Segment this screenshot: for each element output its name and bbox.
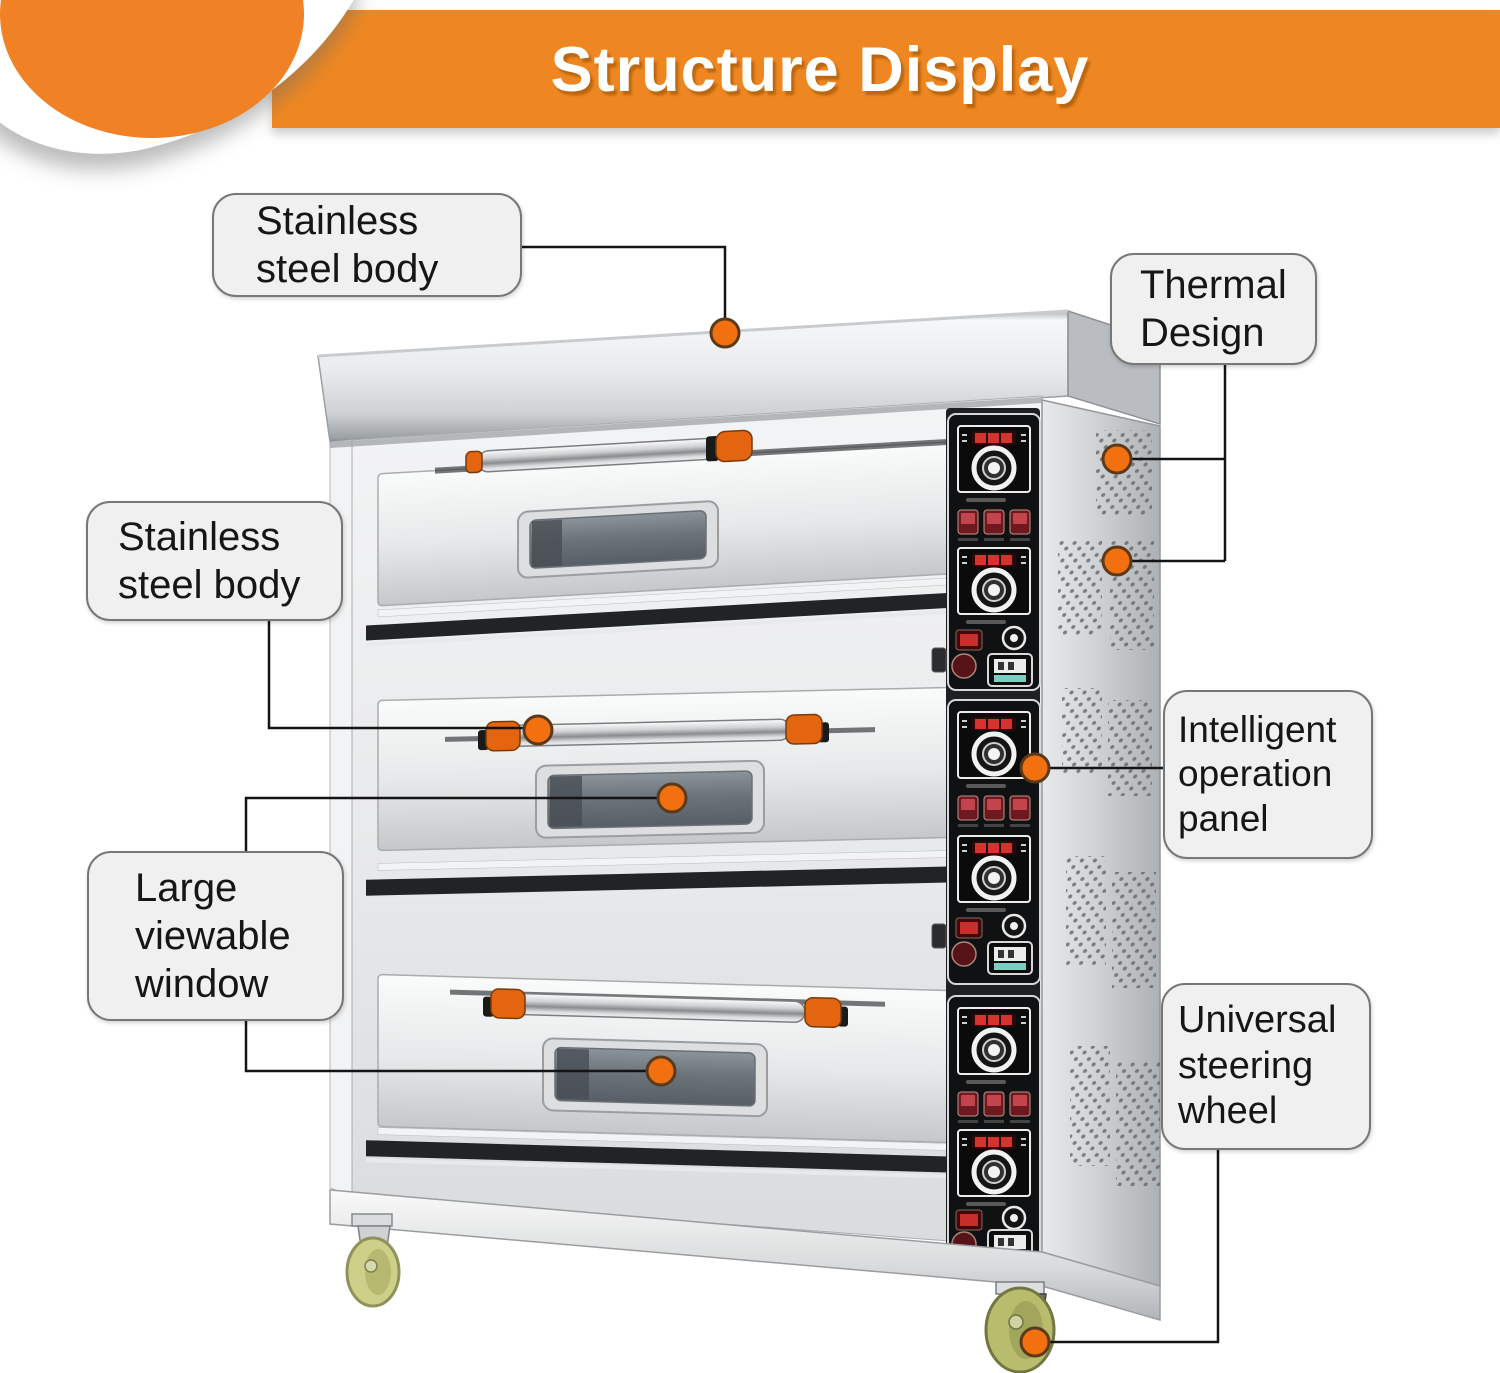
callout-box-universal-steering-wheel: Universal steering wheel (1161, 983, 1371, 1150)
deck-2-lower-strip (366, 882, 1034, 902)
callout-dots (522, 317, 1133, 1358)
callout-dot-wheel (1019, 1326, 1051, 1358)
deck-1-window-shade (532, 519, 562, 568)
deck-2-handle-cap-left (485, 720, 521, 752)
callout-box-stainless-steel-body-top: Stainless steel body (212, 193, 522, 297)
callout-label: Universal steering wheel (1178, 999, 1337, 1133)
control-panel-1 (947, 413, 1041, 691)
latch-lower (931, 923, 947, 949)
callout-box-stainless-steel-body-mid: Stainless steel body (86, 501, 343, 621)
callout-label: Intelligent operation panel (1178, 708, 1337, 839)
deck-1-lower-strip (366, 605, 1030, 647)
deck-2 (366, 685, 1034, 902)
deck-3-handle-cap-left (490, 988, 526, 1020)
caster-wheel-right (984, 1281, 1056, 1373)
deck-3-window-shade (557, 1048, 589, 1100)
callout-line-window-bottom (244, 1017, 661, 1073)
callout-label: Thermal Design (1140, 263, 1287, 355)
callout-dot-window-bottom (645, 1055, 677, 1087)
callout-dot-thermal-1 (1101, 443, 1133, 475)
callout-line-thermal (1117, 361, 1227, 563)
callout-dot-panel (1019, 752, 1051, 784)
callout-connectors (244, 245, 1227, 1344)
callout-box-intelligent-operation-panel: Intelligent operation panel (1163, 690, 1373, 859)
deck-3-handle-cap-right (804, 996, 842, 1029)
deck-1-handle-cap-left (465, 450, 483, 474)
callout-box-thermal-design: Thermal Design (1110, 253, 1317, 365)
deck-2-handle-cap-right (785, 713, 823, 745)
callout-line-window-top (244, 796, 672, 851)
deck-3-lower-strip (366, 1158, 1038, 1181)
callout-line-stainless-mid (267, 617, 538, 730)
callout-label: Stainless steel body (118, 515, 301, 607)
latch-upper (931, 647, 947, 673)
deck-1-handle-cap-right (715, 429, 753, 463)
callout-box-large-viewable-window: Large viewable window (87, 851, 344, 1021)
caster-wheel-left (345, 1213, 401, 1308)
swoosh-decoration (0, 0, 354, 154)
callout-line-stainless-top (518, 245, 727, 333)
deck-3-slot-band (366, 1140, 1038, 1175)
deck-1-slot-band (366, 588, 1030, 641)
deck-3 (366, 973, 1038, 1181)
side-vents (1058, 430, 1160, 1186)
callout-dot-stainless-mid (522, 714, 554, 746)
deck-2-window-shade (550, 775, 582, 827)
callout-label: Stainless steel body (256, 199, 439, 291)
deck-1 (366, 429, 1031, 647)
callout-dot-stainless-top (709, 317, 741, 349)
callout-line-wheel (1035, 1146, 1220, 1344)
header-banner (272, 10, 1500, 128)
crown-body-seam (330, 397, 1042, 448)
control-panel-3 (947, 995, 1041, 1267)
callout-dot-window-top (656, 782, 688, 814)
callout-label: Large viewable window (135, 866, 291, 1006)
deck-1-window-glass (529, 510, 707, 569)
swoosh-orange-circle (0, 0, 304, 138)
callout-dot-thermal-2 (1101, 545, 1133, 577)
control-panel-2 (947, 699, 1041, 985)
deck-2-window-glass (547, 770, 753, 830)
deck-2-slot-band (366, 864, 1034, 896)
oven-illustration (317, 309, 1161, 1373)
oven-base-plinth (329, 1189, 1161, 1321)
page-title: Structure Display (550, 35, 1090, 105)
crown-top-highlight (317, 309, 1069, 358)
